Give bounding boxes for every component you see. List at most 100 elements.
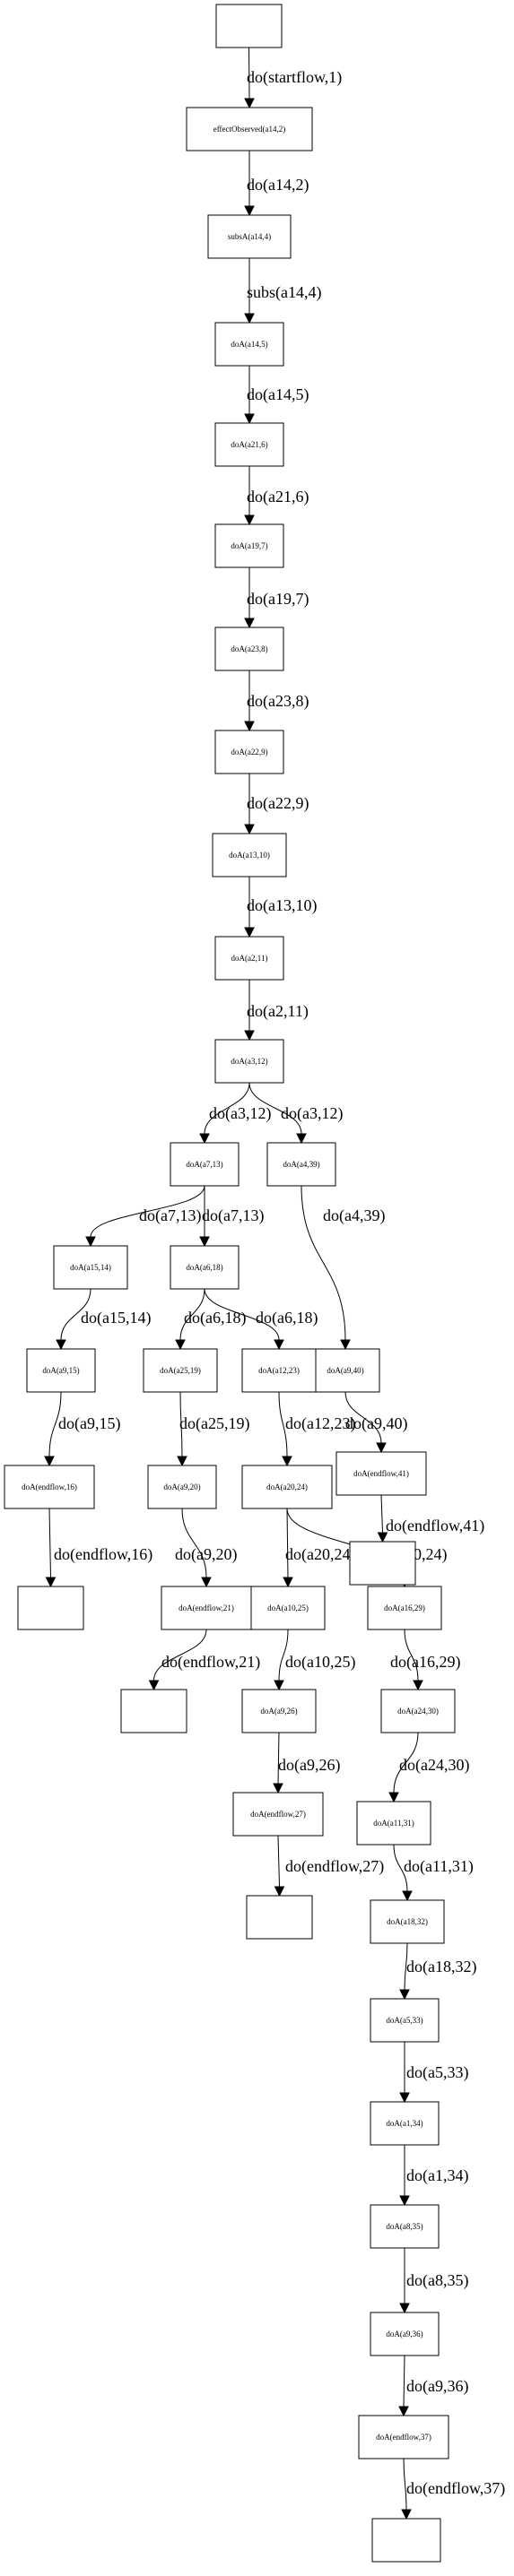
diagram-node: doA(endflow,16) xyxy=(4,1465,95,1509)
arrow-head-icon xyxy=(413,1680,423,1691)
edge-line xyxy=(181,1508,207,1578)
diagram-node: doA(endflow,27) xyxy=(232,1792,324,1837)
edge-line xyxy=(277,1732,280,1785)
edge-line xyxy=(90,1185,205,1238)
arrow-head-icon xyxy=(45,1577,57,1588)
diagram-node: doA(a16,29) xyxy=(367,1586,442,1630)
edge-label: do(a21,6) xyxy=(247,488,309,506)
edge-label: do(a19,7) xyxy=(247,590,309,609)
node-box xyxy=(349,1541,416,1586)
node-label: doA(a9,36) xyxy=(386,2330,423,2338)
diagram-edge: do(a1,34) xyxy=(399,2145,468,2207)
diagram-node: doA(a1,34) xyxy=(370,2101,440,2146)
node-label: doA(a23,8) xyxy=(231,644,267,653)
edge-label: do(a24,30) xyxy=(399,1756,469,1775)
edge-label: do(endflow,21) xyxy=(161,1653,260,1672)
diagram-edge: do(startflow,1) xyxy=(244,47,342,109)
arrow-head-icon xyxy=(401,2509,412,2520)
edge-line xyxy=(393,1844,408,1892)
arrow-head-icon xyxy=(398,2406,409,2417)
edge-label: do(a14,5) xyxy=(247,385,309,404)
arrow-head-icon xyxy=(282,1456,292,1467)
arrow-head-icon xyxy=(244,98,255,109)
node-label: doA(endflow,41) xyxy=(353,1469,409,1478)
edge-label: do(a8,35) xyxy=(406,2271,468,2290)
diagram-edge: do(a2,11) xyxy=(244,980,309,1042)
node-box xyxy=(310,1348,380,1393)
arrow-head-icon xyxy=(148,1680,160,1691)
edge-label: do(a10,25) xyxy=(285,1653,355,1672)
edge-line xyxy=(60,1288,91,1341)
arrow-head-icon xyxy=(199,1133,210,1145)
node-box xyxy=(367,1586,442,1630)
node-box xyxy=(370,2312,440,2356)
arrow-head-icon xyxy=(296,1133,307,1145)
diagram-node xyxy=(215,4,283,48)
edge-line xyxy=(393,1732,419,1794)
node-label: doA(a11,31) xyxy=(373,1819,414,1828)
diagram-node xyxy=(371,2518,441,2563)
diagram-edge: do(a18,32) xyxy=(399,1942,476,2001)
diagram-node: doA(a2,11) xyxy=(214,936,284,981)
arrow-head-icon xyxy=(376,1442,387,1454)
diagram-node: doA(a19,7) xyxy=(214,523,284,568)
node-box xyxy=(380,1689,456,1733)
diagram-node xyxy=(349,1541,416,1586)
edge-line xyxy=(278,1629,289,1681)
diagram-node xyxy=(120,1689,187,1733)
diagram-node: doA(a5,33) xyxy=(370,1998,440,2043)
arrow-head-icon xyxy=(244,721,255,732)
edge-label: subs(a14,4) xyxy=(247,283,322,302)
node-box xyxy=(4,1465,95,1509)
arrow-head-icon xyxy=(399,1989,410,2001)
edge-label: do(a6,18) xyxy=(184,1309,246,1327)
diagram-node: doA(a13,10) xyxy=(212,833,287,877)
edge-label: do(endflow,37) xyxy=(406,2479,505,2498)
edge-label: do(a11,31) xyxy=(404,1857,474,1876)
diagram-edge: do(a7,13) xyxy=(199,1186,264,1248)
arrow-head-icon xyxy=(244,413,255,425)
diagram-edge: do(a14,5) xyxy=(244,366,309,425)
node-box xyxy=(370,2101,440,2146)
diagram-node xyxy=(246,1895,313,1940)
arrow-head-icon xyxy=(244,313,255,324)
diagram-node: doA(a14,5) xyxy=(214,322,284,367)
diagram-edge: do(a10,25) xyxy=(274,1629,355,1691)
diagram-edge: do(a20,24) xyxy=(283,1508,355,1588)
edge-line xyxy=(179,1391,183,1457)
arrow-head-icon xyxy=(177,1456,187,1467)
node-label: doA(a14,5) xyxy=(231,340,267,349)
diagram-node: doA(endflow,41) xyxy=(335,1451,427,1496)
node-box xyxy=(214,1039,284,1084)
node-box xyxy=(147,1465,217,1509)
edge-line xyxy=(204,1288,280,1341)
node-label: doA(a2,11) xyxy=(231,954,268,963)
node-label: doA(a24,30) xyxy=(397,1707,439,1716)
node-label: doA(endflow,37) xyxy=(376,2433,431,2442)
diagram-edge: do(a22,9) xyxy=(244,774,309,835)
arrow-head-icon xyxy=(388,1792,399,1803)
diagram-node: doA(endflow,37) xyxy=(358,2415,449,2459)
node-label: doA(a15,14) xyxy=(70,1263,111,1272)
diagram-node: doA(a22,9) xyxy=(214,730,284,774)
arrow-head-icon xyxy=(402,1890,413,1902)
arrow-head-icon xyxy=(244,824,255,835)
diagram-edge: subs(a14,4) xyxy=(244,258,322,324)
node-box xyxy=(214,523,284,568)
diagram-edge: do(a19,7) xyxy=(244,567,309,629)
diagram-edge: do(a6,18) xyxy=(175,1288,246,1351)
edge-line xyxy=(403,2458,407,2511)
node-label: doA(a10,25) xyxy=(267,1604,309,1612)
node-label: doA(a4,39) xyxy=(283,1160,319,1169)
node-box xyxy=(370,1899,445,1944)
arrow-head-icon xyxy=(399,2092,410,2104)
diagram-node: doA(a10,25) xyxy=(250,1586,326,1630)
edges-layer: do(startflow,1)do(a14,2)subs(a14,4)do(a1… xyxy=(44,47,505,2520)
node-label: doA(a22,9) xyxy=(231,748,267,756)
edge-label: do(a4,39) xyxy=(323,1206,385,1225)
node-box xyxy=(241,1689,317,1733)
node-box xyxy=(186,107,313,151)
arrow-head-icon xyxy=(199,1236,210,1248)
edge-label: do(a5,33) xyxy=(406,2063,468,2082)
